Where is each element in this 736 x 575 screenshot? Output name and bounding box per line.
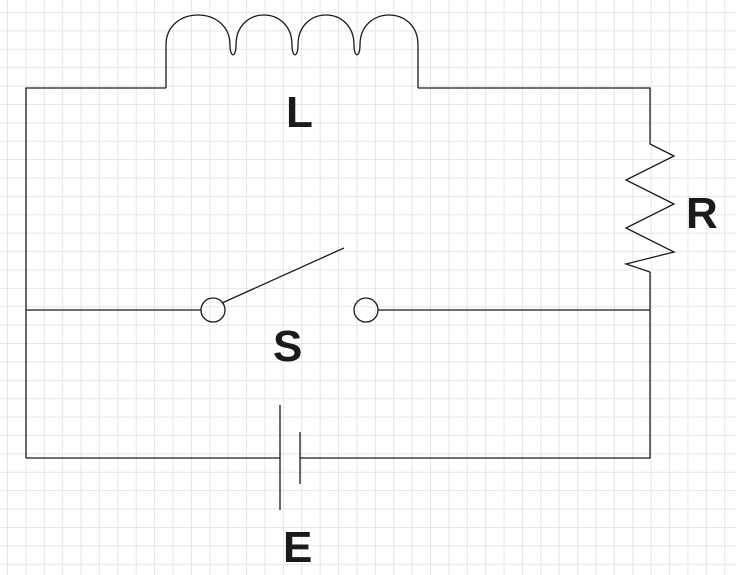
switch-blade [221, 247, 345, 304]
inductor-label: L [286, 88, 313, 137]
switch-terminal-left [200, 297, 226, 323]
wire-top-left [25, 87, 166, 458]
wire-top-right [418, 87, 651, 144]
battery-label: E [283, 523, 312, 572]
wire-right [338, 272, 651, 459]
switch-terminal-right [353, 297, 379, 323]
resistor-label: R [686, 189, 718, 238]
inductor-coil [165, 14, 419, 88]
switch-label: S [273, 322, 302, 371]
resistor-zigzag [623, 143, 676, 273]
